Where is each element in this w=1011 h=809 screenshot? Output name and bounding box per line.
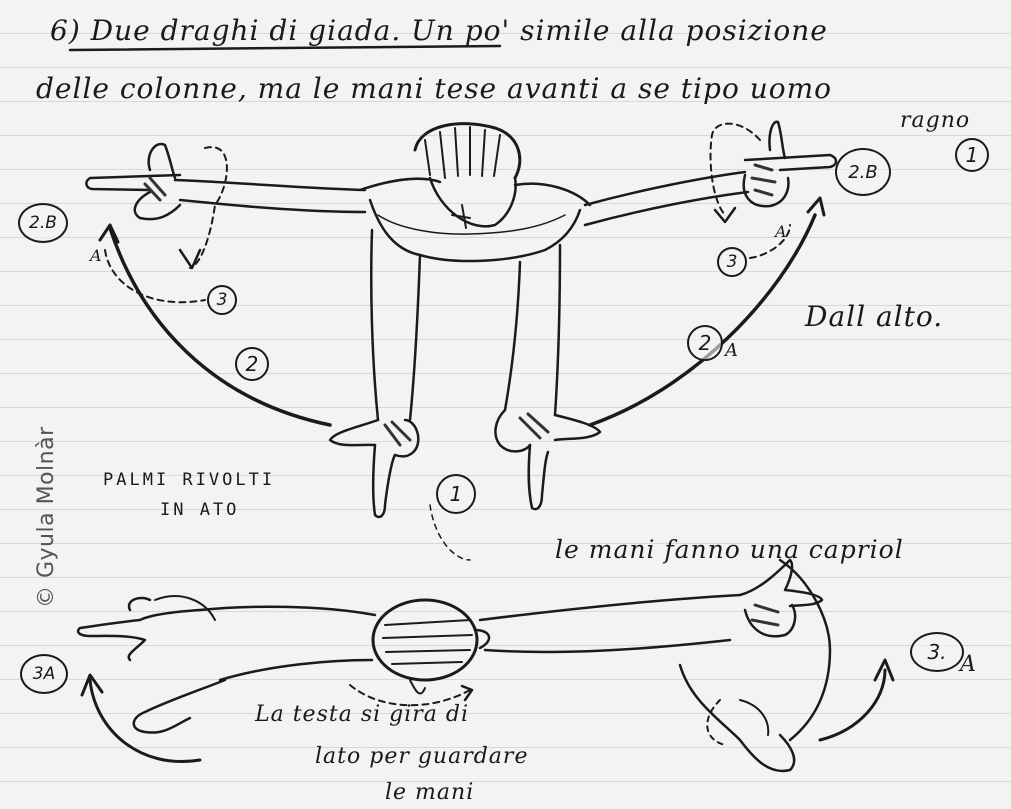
bottom-figure	[78, 560, 893, 771]
marker-left-a: A	[90, 246, 103, 265]
palms-note-line-2: IN ATO	[160, 500, 239, 520]
left-small-arc	[190, 147, 227, 268]
palms-note-line-1: PALMI RIVOLTI	[103, 470, 275, 490]
copyright-credit: © Gyula Molnàr	[34, 426, 59, 608]
top-figure	[86, 122, 836, 517]
right-arc	[590, 215, 815, 425]
marker-top-right: 1	[955, 138, 989, 172]
hands-note: le mani fanno una capriol	[555, 535, 904, 564]
marker-right-2-a: A	[725, 340, 739, 361]
heading-line-2: delle colonne, ma le mani tese avanti a …	[36, 72, 832, 105]
head-note-line-1: La testa si gira di	[255, 702, 469, 727]
marker-right-a: A	[775, 222, 788, 241]
marker-left-3: 3	[207, 285, 237, 315]
head-note-line-2: lato per guardare	[315, 744, 528, 769]
left-arc	[110, 228, 330, 425]
marker-bottom-left-3a: 3A	[20, 654, 68, 694]
marker-right-2: 2	[687, 325, 723, 361]
marker-center-1: 1	[436, 474, 476, 514]
marker-bottom-right-3a: 3.	[910, 632, 964, 672]
heading-line-3: ragno	[900, 108, 970, 133]
marker-right-3: 3	[717, 247, 747, 277]
marker-left-2: 2	[235, 347, 269, 381]
head-note-line-3: le mani	[385, 780, 474, 805]
marker-bottom-right-a: A	[960, 652, 977, 677]
marker-right-2b: 2.B	[835, 148, 891, 196]
heading-line-1: 6) Due draghi di giada. Un po' simile al…	[50, 14, 828, 47]
marker-left-2b: 2.B	[18, 203, 68, 243]
view-note: Dall alto.	[805, 300, 943, 333]
